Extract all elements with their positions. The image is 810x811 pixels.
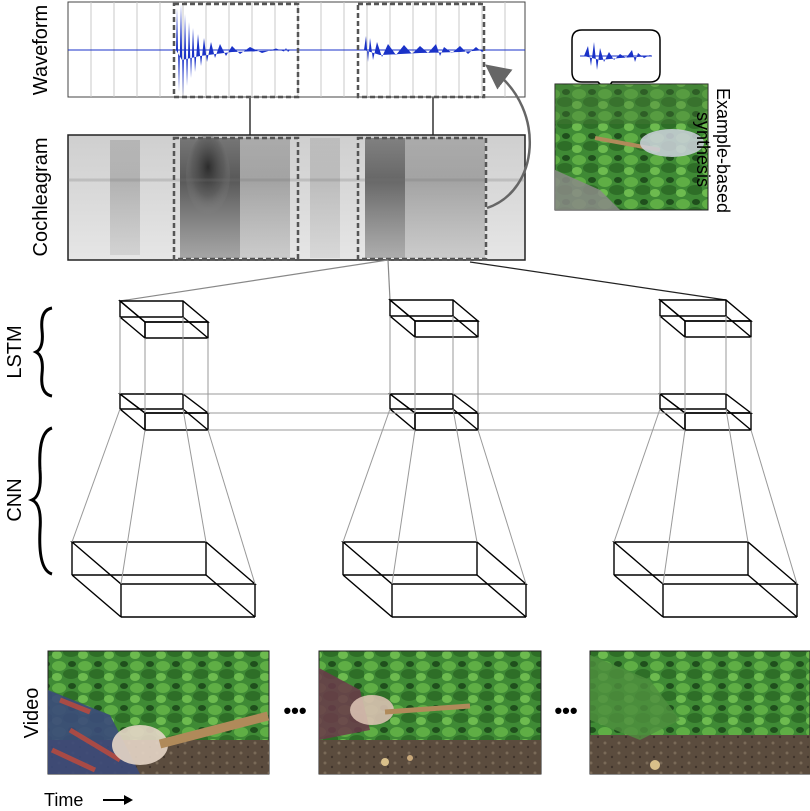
lstm-lower-box xyxy=(657,392,754,432)
synthesis-label-line2: synthesis xyxy=(693,112,713,187)
waveform-highlight-2 xyxy=(356,2,486,99)
cochleagram-highlight-2 xyxy=(356,136,488,261)
lstm-lower-box xyxy=(117,392,211,432)
lstm-label: LSTM xyxy=(4,325,26,378)
waveform-burst-2 xyxy=(364,36,486,62)
cochleagram-band-4 xyxy=(365,138,405,258)
curved-arrow-icon xyxy=(485,64,532,210)
synthesis-hand xyxy=(640,129,704,157)
video-label: Video xyxy=(21,688,43,739)
cnn-links xyxy=(342,408,527,585)
cochleagram-band-1 xyxy=(110,140,140,255)
video-frame-3 xyxy=(589,650,810,775)
coch-to-lstm-lines xyxy=(119,259,727,302)
lstm-links xyxy=(659,316,752,413)
lstm-links xyxy=(119,317,209,413)
lstm-lower-box xyxy=(387,392,481,432)
lstm-links xyxy=(389,316,479,413)
network-column-2 xyxy=(341,298,528,618)
video-1-hand xyxy=(112,725,168,765)
cochleagram-band-6 xyxy=(310,138,340,258)
cnn-box xyxy=(612,541,799,618)
cochleagram-panel xyxy=(67,134,526,261)
synthesis-video-frame xyxy=(554,83,709,211)
cochleagram-band-3 xyxy=(240,138,290,258)
video-frame-2 xyxy=(318,650,542,775)
cnn-brace xyxy=(27,426,53,576)
cnn-box xyxy=(341,541,528,618)
cnn-label: CNN xyxy=(4,478,26,521)
ellipsis-1: ••• xyxy=(283,698,306,723)
waveform-label: Waveform xyxy=(30,5,52,95)
lstm-box xyxy=(388,298,480,339)
cnn-box xyxy=(70,541,257,618)
video-frame-1 xyxy=(47,650,270,775)
cnn-links xyxy=(71,408,256,585)
time-label: Time xyxy=(44,790,83,810)
video-2-hand xyxy=(350,695,394,725)
cochleagram-blob-1 xyxy=(186,135,230,215)
network-column-3 xyxy=(612,298,799,618)
cnn-links xyxy=(613,408,798,585)
lstm-box xyxy=(118,299,210,340)
cochleagram-highlight-1 xyxy=(172,136,300,261)
cochleagram-band-5 xyxy=(405,138,485,258)
waveform-panel xyxy=(67,1,526,99)
ellipsis-2: ••• xyxy=(554,698,577,723)
lstm-box xyxy=(658,298,753,339)
cochleagram-label: Cochleagram xyxy=(30,138,52,257)
synthesis-waveform xyxy=(584,42,652,70)
synthesis-label-line1: Example-based xyxy=(713,88,733,213)
waveform-highlight-1 xyxy=(172,2,300,99)
waveform-burst-1 xyxy=(176,4,290,96)
network-column-1 xyxy=(70,299,257,618)
synthesis-speech-bubble xyxy=(571,29,661,92)
lstm-brace xyxy=(32,306,53,398)
right-arrow-icon xyxy=(103,795,133,805)
lstm-recurrent-links xyxy=(183,393,685,431)
